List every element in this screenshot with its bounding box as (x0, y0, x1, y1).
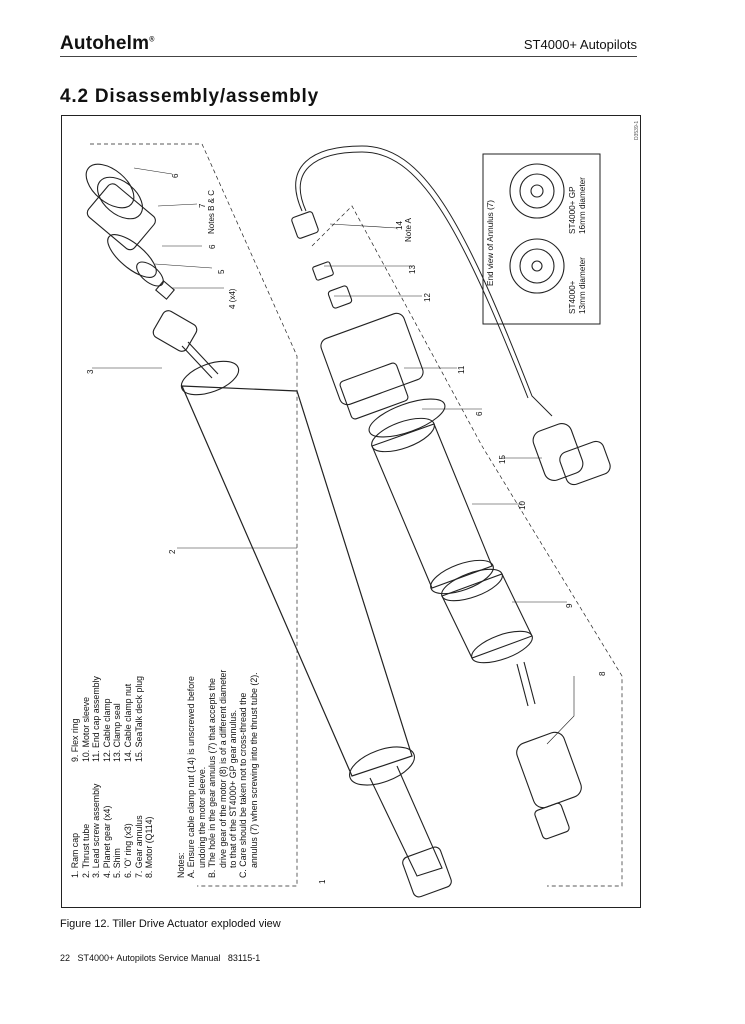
note-line: C. Care should be taken not to cross-thr… (238, 692, 249, 878)
callout-8: 8 (598, 671, 607, 676)
note-bc: Notes B & C (207, 189, 216, 234)
list-item: 1. Ram cap (70, 833, 80, 878)
callout-6b: 6 (208, 244, 217, 249)
callout-9: 9 (565, 603, 574, 608)
callout-1: 1 (318, 879, 327, 884)
callout-4: 4 (x4) (228, 288, 237, 309)
doc-number: 83115-1 (227, 953, 261, 963)
callout-15: 15 (498, 455, 507, 464)
list-item: 3. Lead screw assembly (91, 783, 102, 878)
callout-6a: 6 (171, 173, 180, 178)
parts-list-col-1: 1. Ram cap 2. Thrust tube 3. Lead screw … (70, 784, 155, 878)
list-item: 6. 'O' ring (x3) (122, 823, 133, 878)
drawing-code: D3539-1 (634, 120, 640, 140)
list-item: 15. SeaTalk deck plug (133, 675, 144, 762)
list-item: 14. Cable clamp nut (122, 683, 133, 762)
header-doc-title: ST4000+ Autopilots (523, 37, 637, 52)
list-item: 13. Clamp seal (112, 703, 123, 762)
callout-5: 5 (217, 269, 226, 274)
section-title: 4.2 Disassembly/assembly (60, 86, 319, 107)
list-item: 11. End cap assembly (91, 676, 102, 762)
callout-11: 11 (457, 365, 466, 374)
inset-left-label-1: ST4000+ (568, 280, 577, 314)
inset-right-label-2: 16mm diameter (578, 177, 587, 234)
inset-title: End view of Annulus (7) (486, 199, 495, 286)
callout-12: 12 (423, 293, 432, 302)
callout-7: 7 (198, 203, 207, 208)
figure-frame: 6 7 Notes B & C 6 5 4 (x4) 3 2 1 14 Note… (61, 115, 641, 908)
callout-2: 2 (168, 549, 177, 554)
list-item: 7. Gear annulus (133, 815, 144, 878)
inset-left-label-2: 13mm diameter (578, 257, 587, 314)
list-item: 5. Shim (112, 848, 123, 878)
note-line: to that of the ST4000+ GP gear annulus. (228, 709, 239, 868)
list-item: 10. Motor sleeve (80, 696, 91, 762)
header-rule (60, 56, 637, 57)
callout-10: 10 (518, 501, 527, 510)
note-line: drive gear of the motor (8) is of a diff… (217, 669, 228, 868)
note-line: A. Ensure cable clamp nut (14) is unscre… (186, 676, 197, 878)
notes-heading: Notes: (176, 852, 186, 878)
callout-14: 14 (395, 221, 404, 230)
list-item: 2. Thrust tube (80, 823, 91, 878)
callout-6c: 6 (475, 411, 484, 416)
note-line: B. The hole in the gear annulus (7) that… (207, 678, 218, 878)
list-item: 8. Motor (Q114) (144, 816, 155, 878)
exploded-view-drawing (85, 143, 623, 898)
note-a: Note A (404, 217, 413, 242)
notes-block: Notes: A. Ensure cable clamp nut (14) is… (176, 670, 259, 878)
manual-title: ST4000+ Autopilots Service Manual (77, 953, 221, 963)
page-footer: 22 ST4000+ Autopilots Service Manual 831… (60, 953, 260, 963)
inset-right-label-1: ST4000+ GP (568, 186, 577, 234)
parts-list-col-2: 9. Flex ring 10. Motor sleeve 11. End ca… (70, 676, 144, 762)
callout-3: 3 (86, 369, 95, 374)
figure-caption: Figure 12. Tiller Drive Actuator explode… (60, 918, 281, 930)
note-line: undoing the motor sleeve. (196, 766, 207, 868)
callout-13: 13 (408, 265, 417, 274)
parts-list: 1. Ram cap 2. Thrust tube 3. Lead screw … (70, 784, 155, 878)
parts-list-2: 9. Flex ring 10. Motor sleeve 11. End ca… (70, 676, 144, 762)
list-item: 4. Planet gear (x4) (101, 805, 112, 878)
note-line: annulus (7) when screwing into the thrus… (248, 672, 259, 868)
header-brand: Autohelm® (60, 33, 155, 54)
page-number: 22 (60, 953, 71, 963)
list-item: 9. Flex ring (70, 718, 80, 762)
list-item: 12. Cable clamp (101, 698, 112, 762)
